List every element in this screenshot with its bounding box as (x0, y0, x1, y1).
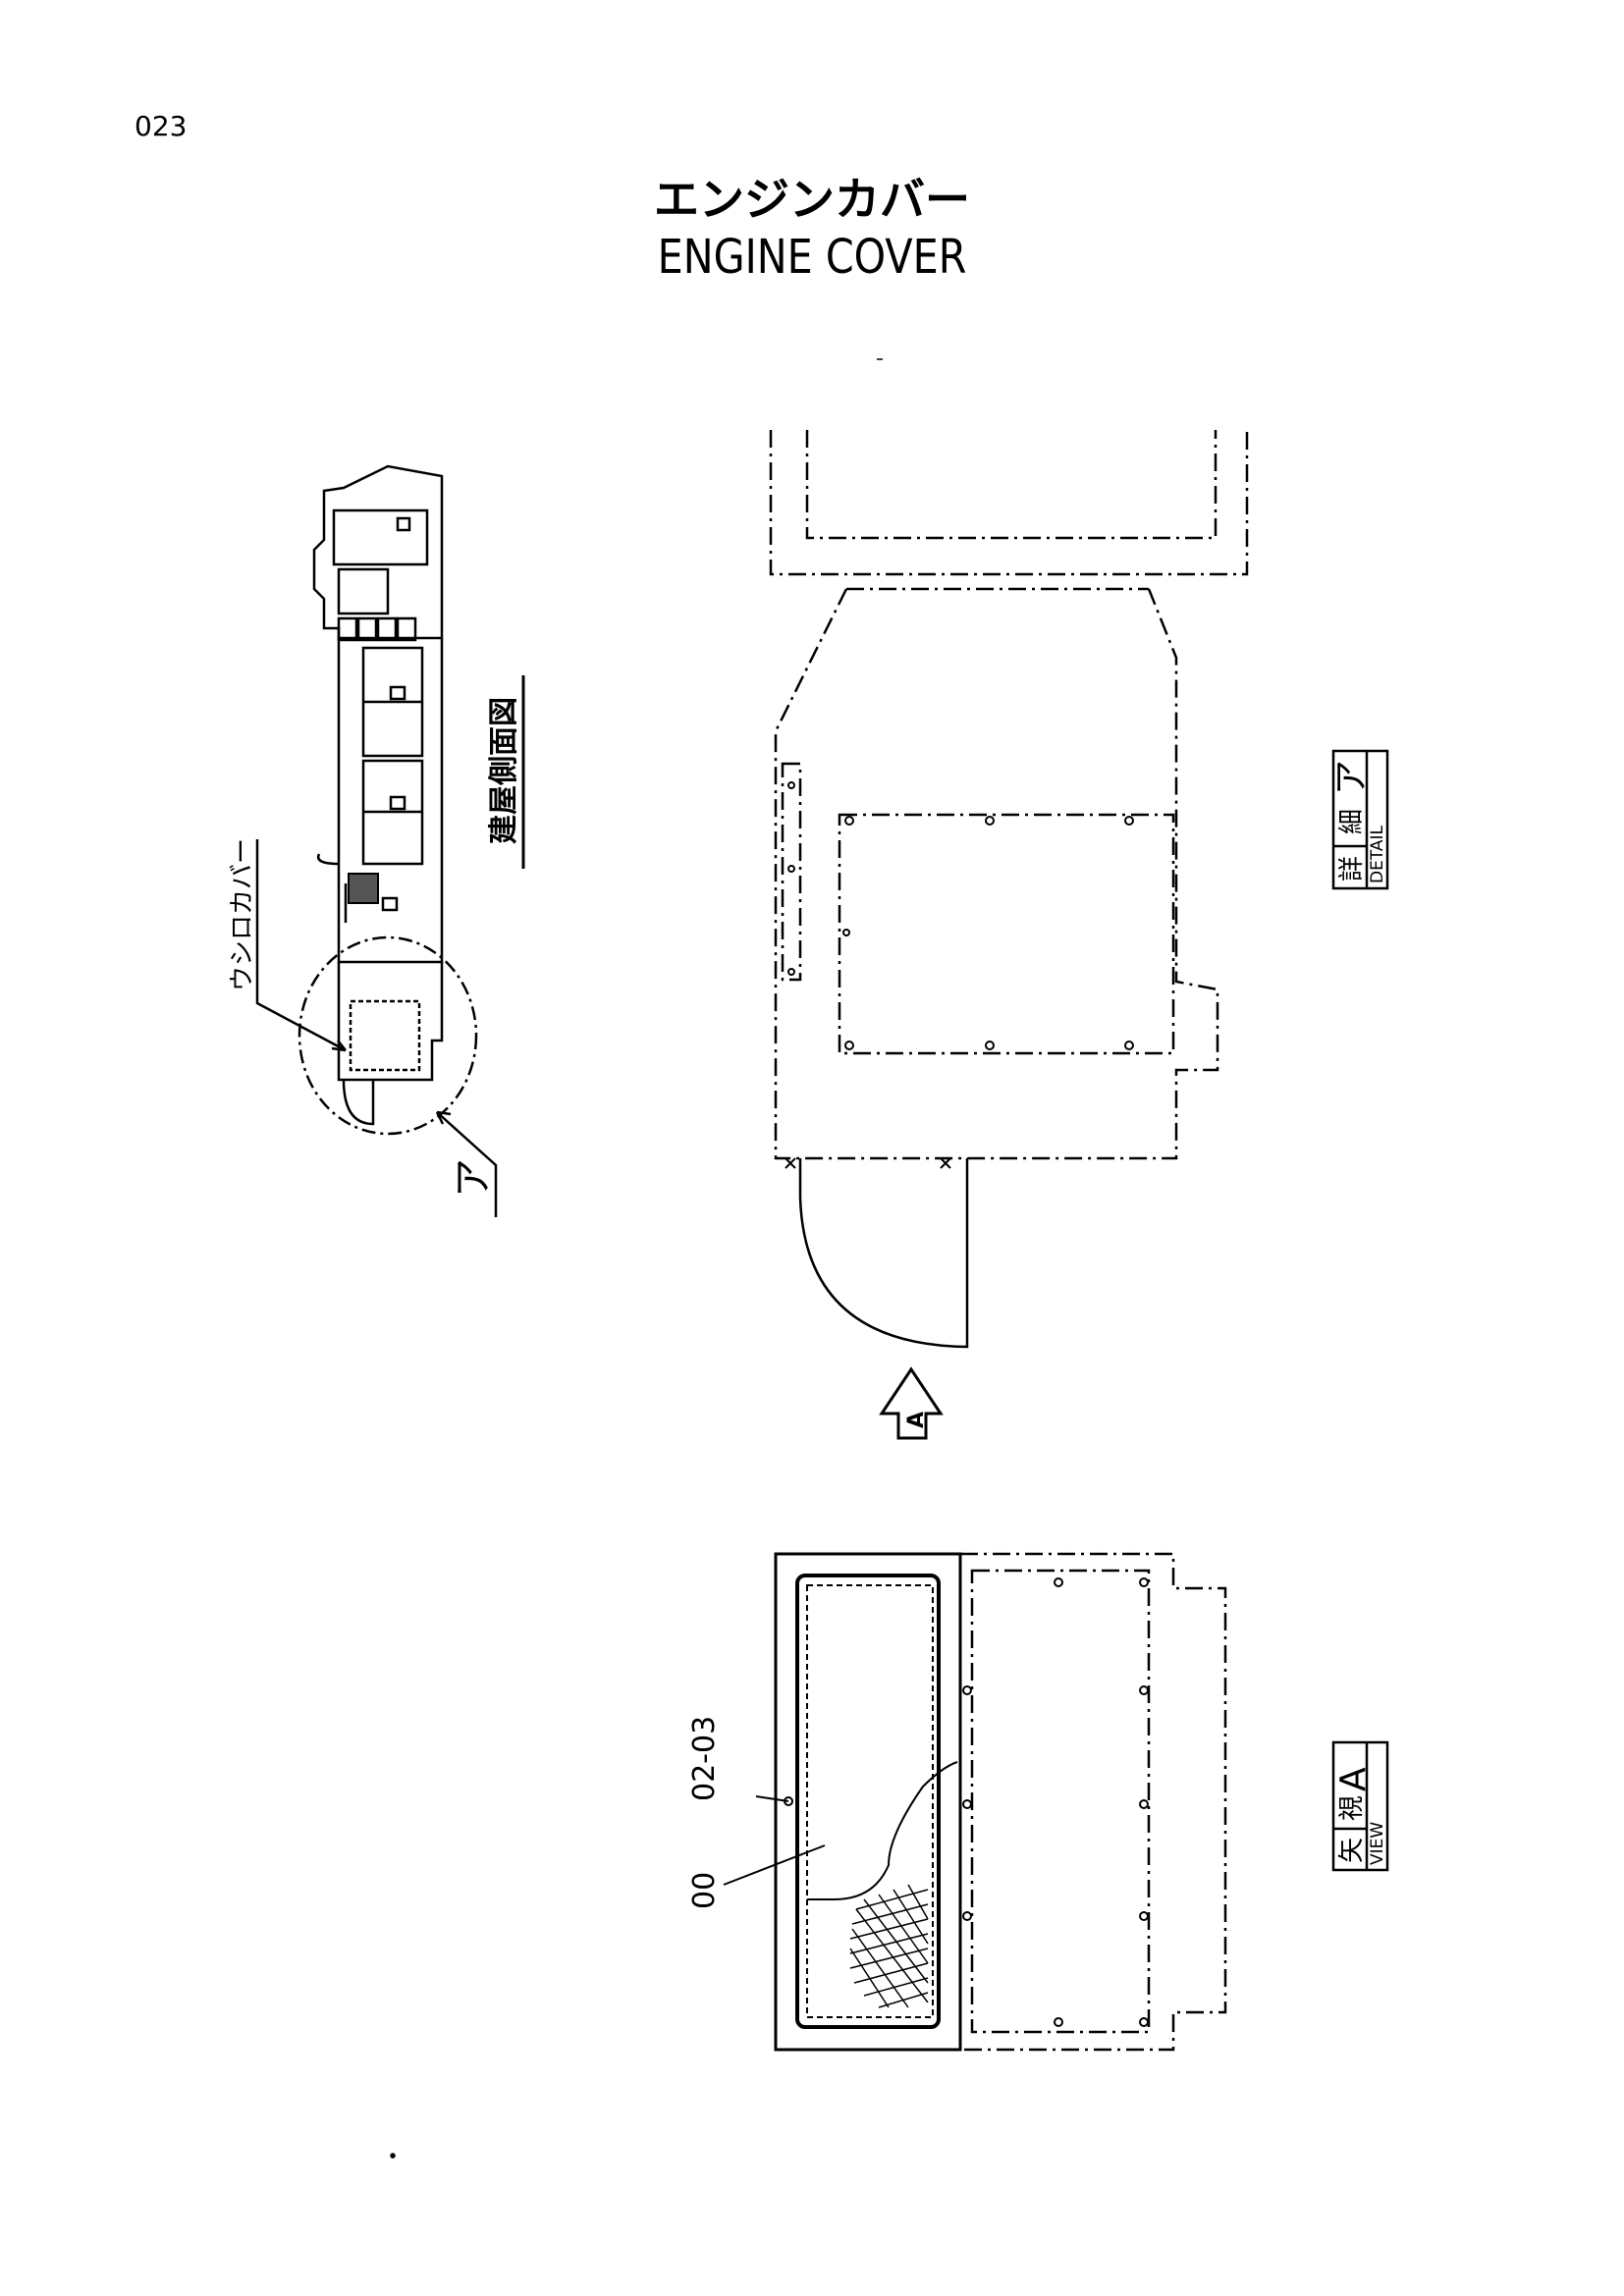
view-a-cover-dashed (806, 1584, 934, 2018)
view-a-cutaway (807, 1761, 958, 1900)
view-a-body-outline (960, 1552, 1227, 2052)
view-a-box-kanji-1: 矢 (1337, 1838, 1367, 1863)
view-a-drawing (774, 1552, 1227, 2052)
callout-leader-02-03 (755, 1795, 789, 1802)
view-a-arrow (879, 1366, 944, 1440)
view-a-box-letter: A (1333, 1767, 1374, 1791)
rear-cover-tail (342, 1079, 375, 1126)
view-a-mesh (849, 1884, 929, 2008)
cab-lower-window (337, 567, 390, 615)
callout-00: 00 (687, 1872, 722, 1909)
latch-3 (381, 896, 399, 912)
rear-cover-leader (255, 839, 347, 1052)
detail-box-marker: ア (1331, 760, 1372, 795)
view-a-box (1331, 1740, 1389, 1872)
view-a-box-kanji-2: 視 (1337, 1795, 1367, 1821)
detail-arrowhead (435, 1110, 452, 1125)
latch-2 (389, 795, 406, 811)
body-outline (337, 638, 444, 964)
lower-quarter-cover (798, 1158, 969, 1349)
callout-02-03: 02-03 (687, 1716, 722, 1801)
hinge-marks (785, 1157, 951, 1169)
page-number: 023 (135, 110, 188, 142)
detail-view (769, 430, 1249, 1160)
view-a-side-panel (970, 1569, 1151, 2034)
rear-cover (349, 999, 421, 1072)
detail-box-english: DETAIL (1368, 825, 1387, 883)
detail-leader (436, 1111, 498, 1217)
rear-cover-arrowhead (331, 1040, 347, 1052)
callout-leader-00 (723, 1844, 826, 1886)
cover-panel (838, 813, 1175, 1055)
detail-box-kanji-1: 詳 (1337, 856, 1367, 881)
side-view-detail-marker: ア (451, 1158, 496, 1198)
rear-cover-label: ウシロカバー (228, 838, 257, 991)
mesh-panel (348, 873, 379, 904)
engine-cover-outline (774, 588, 1219, 1160)
view-a-arrow-label: A (904, 1412, 929, 1428)
view-a-cover-inner (795, 1574, 941, 2029)
title-block: エンジンカバー ENGINE COVER (0, 173, 1624, 285)
machine-side-view (255, 464, 525, 1217)
title-english: ENGINE COVER (657, 230, 967, 285)
cab-handle (396, 516, 411, 532)
view-a-box-english: VIEW (1368, 1822, 1387, 1865)
detail-bolts (787, 781, 1134, 1050)
view-a-bolts (784, 1577, 1149, 2027)
detail-box (1331, 749, 1389, 890)
stray-dot (390, 2153, 396, 2159)
counterweight-curve (316, 853, 340, 866)
view-a-cover-frame (774, 1552, 962, 2052)
title-japanese: エンジンカバー (654, 173, 970, 226)
detail-ellipse (298, 935, 478, 1136)
cover-side-strip (781, 762, 802, 982)
engine-room-upper (769, 430, 1249, 576)
latch-1 (389, 685, 406, 701)
side-view-caption: 建屋側面図 (487, 697, 521, 844)
detail-box-kanji-2: 細 (1337, 809, 1367, 834)
lower-body (337, 962, 444, 1082)
vent-row (337, 616, 417, 642)
cab-window (332, 508, 429, 566)
engine-room-upper-inner (805, 430, 1218, 540)
